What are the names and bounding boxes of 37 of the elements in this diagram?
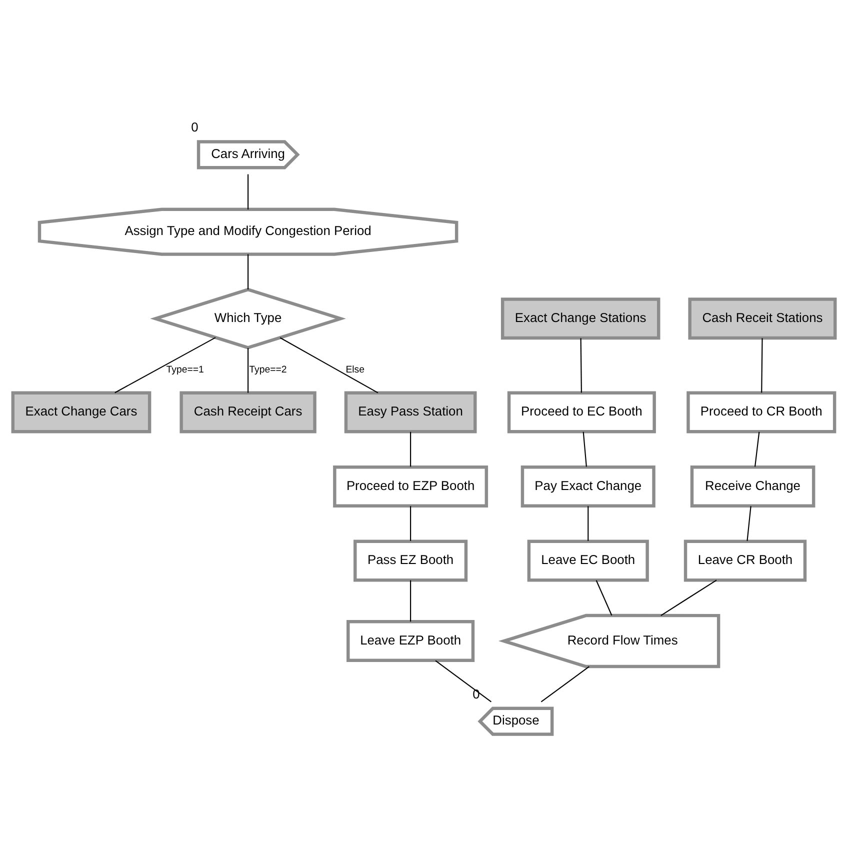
node-label: 0 [191, 120, 198, 135]
edge-label: Type==2 [249, 364, 287, 376]
node-box: Cash Receipt Cars [180, 391, 316, 434]
node-box: Leave EZP Booth [346, 620, 475, 662]
connector [540, 666, 590, 702]
connector [754, 432, 760, 467]
connector [410, 506, 412, 541]
connector [580, 338, 582, 393]
connector [114, 337, 216, 394]
node-box: Proceed to CR Booth [686, 391, 836, 434]
node-box: Pass EZ Booth [354, 540, 468, 582]
node-box: Exact Change Stations [500, 298, 660, 340]
node-box: Exact Change Cars [11, 391, 152, 434]
node-diamond: Which Type [150, 288, 346, 350]
connector [410, 580, 412, 622]
node-box: Leave CR Booth [684, 540, 807, 582]
connector [761, 338, 763, 393]
connector [435, 660, 492, 702]
node-box: Proceed to EZP Booth [333, 466, 488, 508]
connector [248, 174, 249, 210]
connector [280, 337, 378, 394]
connector [248, 348, 249, 393]
node-box: Leave EC Booth [527, 540, 649, 582]
node-box: Receive Change [690, 466, 816, 508]
node-box: Proceed to EC Booth [507, 391, 656, 434]
connector [410, 432, 412, 467]
connector [582, 432, 587, 467]
connector [596, 580, 612, 616]
edge-label: Else [346, 364, 365, 376]
connector [248, 254, 249, 290]
node-box: Cash Receit Stations [688, 298, 837, 340]
node-box: Easy Pass Station [344, 391, 477, 434]
edge-label: Type==1 [166, 364, 204, 376]
node-box: Pay Exact Change [520, 466, 656, 508]
connector [746, 506, 752, 541]
connector [588, 506, 589, 541]
connector [660, 580, 717, 616]
